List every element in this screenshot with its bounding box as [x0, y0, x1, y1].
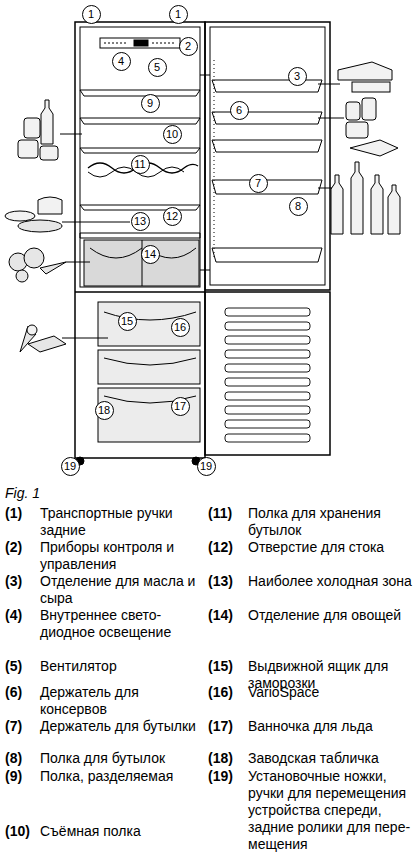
callout-circle: 16 — [171, 318, 190, 337]
callout-number: 5 — [154, 62, 160, 73]
callout-circle: 8 — [289, 197, 308, 216]
legend-text: Наиболее холодная зона — [248, 573, 413, 590]
legend-number: (2) — [5, 539, 41, 556]
callout-number: 8 — [295, 201, 301, 212]
legend-text: Держатель для консервов — [40, 684, 202, 718]
callout-circle: 15 — [118, 312, 137, 331]
callout-circle: 7 — [249, 174, 268, 193]
refrigerator-illustration — [0, 0, 415, 480]
legend-text: Полка, разделяемая — [40, 768, 202, 785]
callout-circle: 9 — [141, 94, 160, 113]
callout-circle: 3 — [288, 67, 307, 86]
callout-number: 9 — [147, 98, 153, 109]
callout-circle: 12 — [163, 207, 182, 226]
callout-number: 12 — [166, 211, 178, 222]
legend-text: Отверстие для стока — [248, 539, 413, 556]
legend-number: (14) — [208, 607, 248, 624]
callout-number: 17 — [174, 401, 186, 412]
legend-text: Приборы контроля и управления — [40, 539, 202, 573]
callout-number: 4 — [118, 56, 124, 67]
callout-number: 19 — [200, 461, 212, 472]
legend-number: (9) — [5, 768, 41, 785]
legend-text: VarioSpace — [248, 684, 413, 701]
legend-text: Вентилятор — [40, 658, 202, 675]
legend-number: (16) — [208, 684, 248, 701]
callout-number: 2 — [185, 41, 191, 52]
callout-circle: 10 — [163, 125, 182, 144]
legend-text: Полка для хранения бутылок — [248, 505, 413, 539]
legend-number: (7) — [5, 718, 41, 735]
callout-circle: 19 — [61, 457, 80, 476]
callout-number: 1 — [88, 9, 94, 20]
callout-circle: 4 — [112, 52, 131, 71]
callout-number: 19 — [64, 461, 76, 472]
callout-circle: 2 — [179, 37, 198, 56]
legend-number: (10) — [5, 823, 41, 840]
callout-circle: 17 — [171, 397, 190, 416]
legend-text: Ванночка для льда — [248, 718, 413, 735]
callout-number: 11 — [134, 159, 145, 170]
legend-number: (18) — [208, 750, 248, 767]
callout-number: 13 — [134, 216, 146, 227]
legend-text: Установочные ножки, ручки для перемещени… — [248, 768, 413, 853]
legend-number: (1) — [5, 505, 41, 522]
legend-number: (19) — [208, 768, 248, 785]
legend-number: (6) — [5, 684, 41, 701]
callout-number: 16 — [174, 322, 186, 333]
legend-number: (11) — [208, 505, 248, 522]
legend-text: Заводская табличка — [248, 750, 413, 767]
callout-circle: 6 — [230, 101, 249, 120]
legend-number: (17) — [208, 718, 248, 735]
legend-text: Отделение для овощей — [248, 607, 413, 624]
legend-number: (12) — [208, 539, 248, 556]
legend-text: Съёмная полка — [40, 823, 210, 840]
legend-text: Держатель для бутылки — [40, 718, 202, 735]
callout-circle: 19 — [197, 457, 216, 476]
legend-number: (13) — [208, 573, 248, 590]
legend-number: (4) — [5, 607, 41, 624]
legend-text: Полка для бутылок — [40, 750, 202, 767]
legend-number: (8) — [5, 750, 41, 767]
callout-number: 10 — [166, 129, 178, 140]
callout-number: 7 — [255, 178, 261, 189]
callout-number: 18 — [98, 405, 110, 416]
callout-circle: 13 — [131, 212, 150, 231]
legend-text: Внутреннее свето- диодное освещение — [40, 607, 202, 641]
legend-number: (3) — [5, 573, 41, 590]
legend-number: (15) — [208, 658, 248, 675]
callout-number: 3 — [294, 71, 300, 82]
callout-number: 6 — [236, 105, 242, 116]
legend-number: (5) — [5, 658, 41, 675]
callout-number: 1 — [175, 9, 181, 20]
callout-circle: 5 — [148, 58, 167, 77]
legend-text: Транспортные ручки задние — [40, 505, 202, 539]
callout-circle: 18 — [95, 401, 114, 420]
callout-circle: 1 — [82, 5, 101, 24]
callout-circle: 11 — [131, 155, 150, 174]
callout-number: 15 — [121, 316, 133, 327]
callout-circle: 1 — [169, 5, 188, 24]
callout-number: 14 — [144, 249, 156, 260]
legend-text: Отделение для масла и сыра — [40, 573, 202, 607]
figure-caption: Fig. 1 — [5, 485, 40, 501]
callout-circle: 14 — [141, 245, 160, 264]
